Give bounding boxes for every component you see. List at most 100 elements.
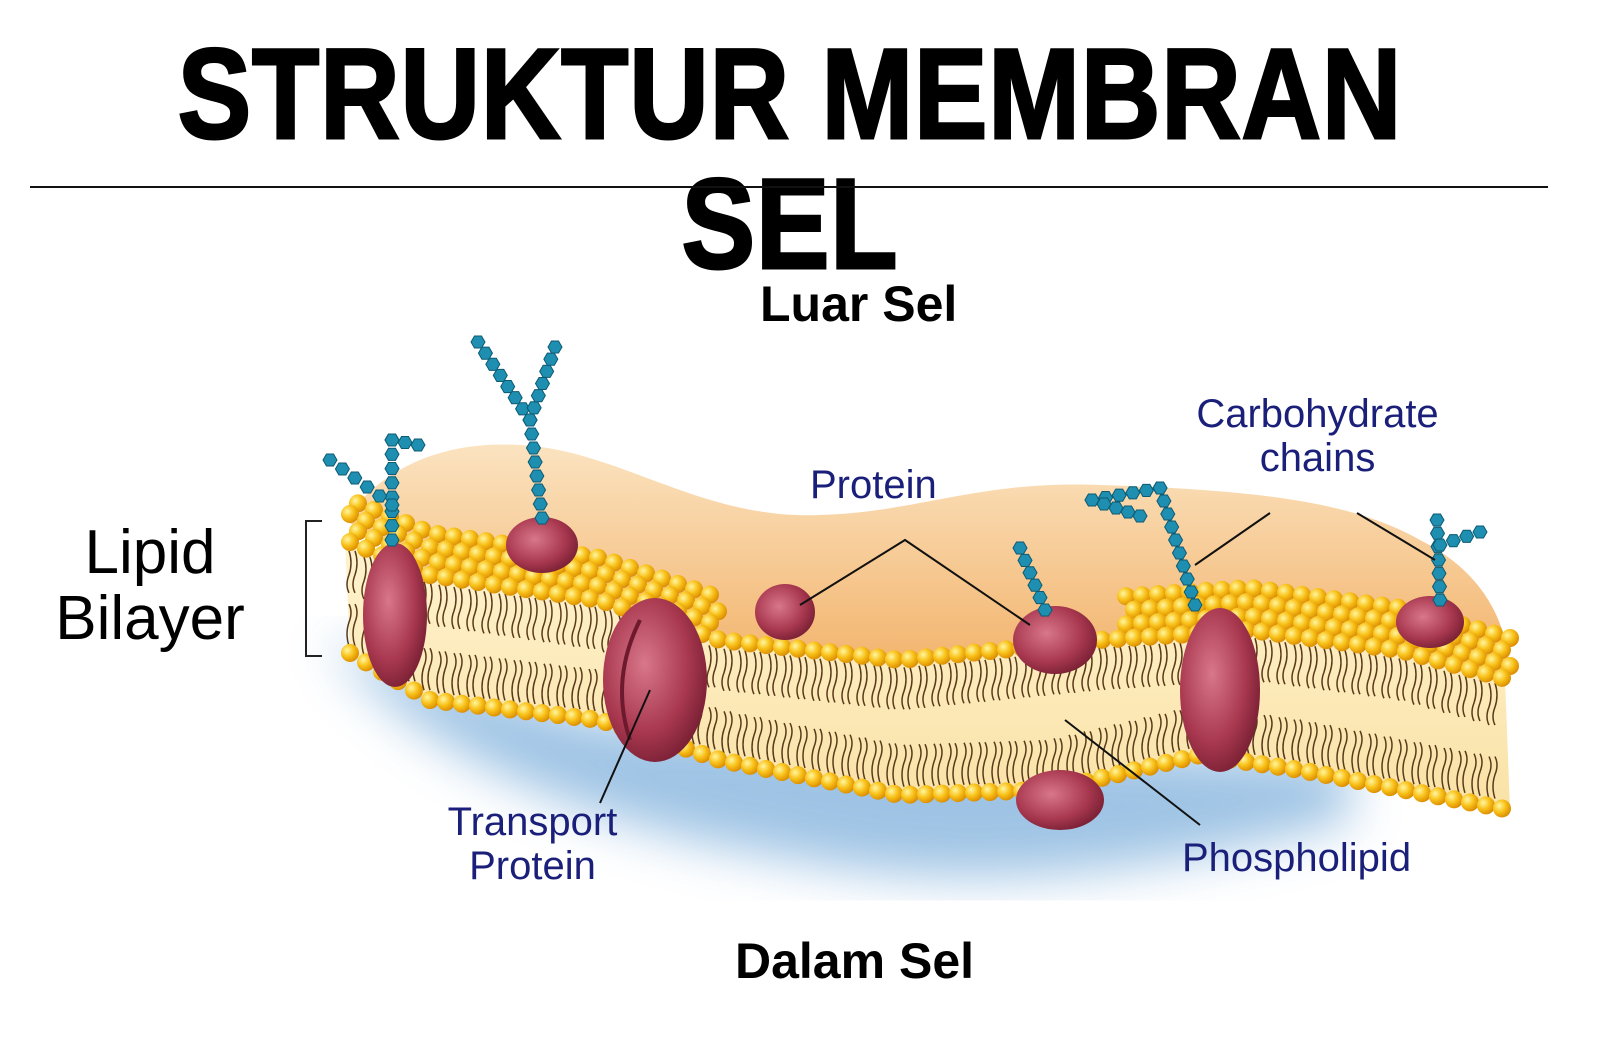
phospholipid-head bbox=[981, 642, 999, 660]
phospholipid-head bbox=[997, 640, 1015, 659]
lipid-tail bbox=[802, 725, 808, 769]
carbohydrate-unit bbox=[334, 462, 350, 476]
lipid-tail bbox=[1417, 662, 1423, 705]
lipid-tail bbox=[1156, 713, 1162, 757]
carbohydrate-unit bbox=[384, 433, 400, 447]
transport-label-line2: Protein bbox=[469, 844, 596, 888]
transport-channel bbox=[620, 619, 642, 741]
phospholipid-head bbox=[725, 753, 743, 772]
lipid-tail bbox=[1321, 648, 1327, 691]
lipid-tail bbox=[361, 556, 367, 600]
lipid-tail bbox=[721, 711, 727, 754]
phospholipid-head bbox=[1149, 613, 1167, 632]
lipid-tail bbox=[787, 655, 793, 698]
phospholipid-head bbox=[453, 570, 471, 589]
lipid-tail bbox=[526, 661, 532, 705]
lipid-tail bbox=[946, 742, 952, 786]
lipid-tail bbox=[577, 604, 583, 647]
phospholipid-head bbox=[1253, 622, 1271, 641]
lipid-tail bbox=[841, 734, 847, 777]
phospholipid-head bbox=[1325, 590, 1343, 609]
phospholipid-head bbox=[1133, 614, 1151, 633]
lipid-tail bbox=[1297, 719, 1303, 762]
phospholipid-head bbox=[1341, 620, 1359, 639]
phospholipid-head bbox=[581, 589, 599, 608]
carbohydrate-unit bbox=[1022, 566, 1038, 580]
lipid-tail bbox=[1441, 670, 1447, 714]
lipid-tail bbox=[937, 743, 943, 787]
lipid-tail bbox=[952, 662, 958, 706]
lipid-tail bbox=[1387, 656, 1393, 699]
lipid-tail bbox=[517, 595, 523, 639]
lipid-tail bbox=[1267, 714, 1273, 758]
lipid-bilayer-label: Lipid Bilayer bbox=[30, 520, 270, 652]
carbohydrate-unit bbox=[522, 413, 538, 427]
phospholipid-head bbox=[357, 539, 375, 558]
phospholipid-head bbox=[1477, 796, 1495, 815]
lipid-bilayer-bracket bbox=[305, 520, 322, 657]
lipid-tail bbox=[1006, 740, 1012, 784]
lipid-tail bbox=[736, 713, 742, 757]
protein bbox=[1013, 606, 1097, 674]
phospholipid-head bbox=[517, 580, 535, 599]
phospholipid-head bbox=[1373, 624, 1391, 643]
carbohydrate-unit bbox=[1167, 533, 1184, 547]
phospholipid-head bbox=[901, 650, 919, 668]
phospholipid-head bbox=[445, 527, 463, 546]
lipid-tail bbox=[841, 661, 847, 705]
lipid-tail bbox=[1162, 713, 1168, 757]
phospholipid-head bbox=[1373, 596, 1391, 615]
phospholipid-head bbox=[533, 582, 551, 601]
lipid-tail bbox=[997, 658, 1003, 701]
phospholipid-head bbox=[1317, 603, 1335, 622]
carbohydrate-unit bbox=[1430, 553, 1447, 567]
lipid-tail bbox=[1447, 747, 1453, 791]
carbohydrate-unit bbox=[347, 471, 363, 485]
lipid-tail bbox=[766, 653, 772, 697]
lipid-tail bbox=[871, 665, 877, 708]
phospholipid-head bbox=[421, 566, 439, 584]
phospholipid-head bbox=[1229, 579, 1247, 598]
phospholipid-head bbox=[477, 532, 495, 551]
phospholipid-head bbox=[773, 763, 791, 782]
peripheral-protein bbox=[506, 517, 578, 573]
integral-protein bbox=[363, 543, 427, 687]
carbohydrate-unit bbox=[530, 389, 546, 403]
phospholipid-head bbox=[965, 783, 983, 802]
lipid-tail bbox=[1381, 656, 1387, 699]
lipid-tail bbox=[1132, 645, 1138, 689]
phospholipid-head bbox=[453, 542, 471, 561]
lipid-tail bbox=[961, 661, 967, 704]
phospholipid-head bbox=[1309, 588, 1327, 607]
lipid-tail bbox=[1126, 645, 1132, 689]
lipid-tail bbox=[976, 741, 982, 785]
lipid-tail bbox=[1297, 644, 1303, 687]
phospholipid-head bbox=[1277, 611, 1295, 630]
lipid-tail bbox=[796, 656, 802, 700]
carbohydrate-unit bbox=[543, 352, 559, 366]
phospholipid-head bbox=[1285, 598, 1303, 617]
phospholipid-head bbox=[1285, 760, 1303, 779]
lipid-tail bbox=[1477, 753, 1483, 796]
phospholipid-head bbox=[1349, 635, 1367, 654]
phospholipid-head bbox=[789, 639, 807, 658]
lipid-tail bbox=[892, 666, 898, 710]
carbohydrate-unit bbox=[322, 453, 338, 467]
lipid-label-line2: Bilayer bbox=[55, 584, 245, 653]
lipid-tail bbox=[1432, 744, 1438, 788]
transport-protein bbox=[603, 598, 707, 762]
phospholipid-label: Phospholipid bbox=[1182, 836, 1412, 880]
phospholipid-head bbox=[837, 775, 855, 794]
lipid-tail bbox=[706, 706, 712, 750]
phospholipid-head bbox=[741, 634, 759, 653]
phospholipid-head bbox=[581, 709, 599, 728]
carbohydrate-unit bbox=[485, 357, 501, 371]
carbohydrate-unit bbox=[1037, 603, 1053, 617]
lipid-tail bbox=[1492, 756, 1498, 799]
lipid-tail bbox=[991, 741, 997, 785]
lipid-tail bbox=[937, 664, 943, 707]
lipid-tail bbox=[541, 663, 547, 707]
phospholipid-head bbox=[557, 572, 575, 590]
lipid-tail bbox=[892, 743, 898, 786]
phospholipid-head bbox=[565, 707, 583, 726]
